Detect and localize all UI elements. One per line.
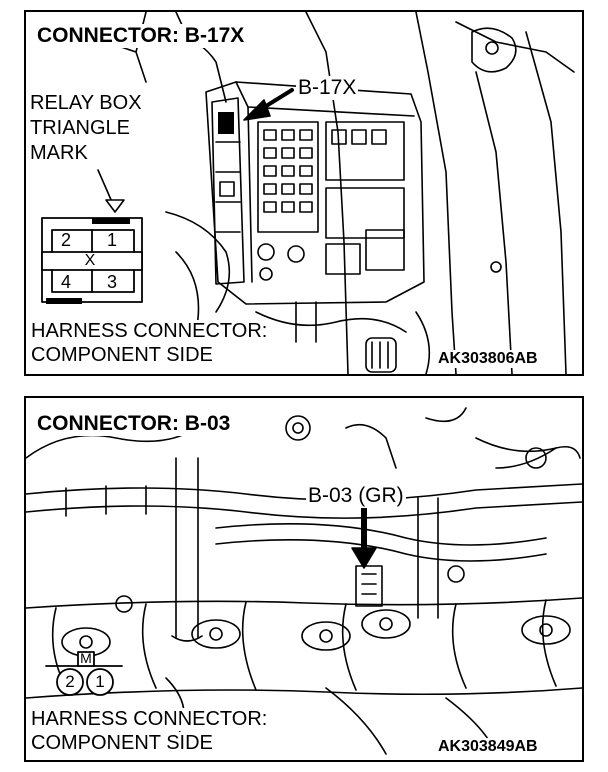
callout-b17x: B-17X: [296, 76, 359, 100]
connector-b17x-panel: CONNECTOR: B-17X RELAY BOX TRIANGLE MARK…: [24, 10, 584, 376]
panel-title: CONNECTOR: B-03: [34, 412, 234, 436]
key-mark: M: [80, 650, 92, 666]
harness-label-1: HARNESS CONNECTOR:: [28, 708, 271, 731]
pin-1: 1: [106, 230, 117, 250]
engine-bay-illustration: [26, 407, 582, 755]
mark-label: MARK: [30, 142, 88, 164]
harness-label-1: HARNESS CONNECTOR:: [28, 320, 271, 343]
pin-3: 3: [106, 272, 117, 292]
panel-title: CONNECTOR: B-17X: [34, 24, 248, 48]
figure-code: AK303806AB: [436, 350, 540, 368]
triangle-label: TRIANGLE: [30, 117, 131, 139]
callout-b03: B-03 (GR): [306, 484, 406, 508]
figure-code: AK303849AB: [436, 738, 540, 756]
relay-box-label: RELAY BOX: [30, 92, 142, 114]
pin-2: 2: [65, 672, 75, 691]
harness-label-2: COMPONENT SIDE: [28, 732, 216, 755]
pin-1: 1: [95, 672, 105, 691]
pin-2: 2: [60, 230, 71, 250]
pin-4: 4: [60, 272, 71, 292]
key-mark: X: [84, 252, 96, 269]
connector-b03-panel: CONNECTOR: B-03 B-03 (GR) M 2 1 HARNESS …: [24, 396, 584, 762]
harness-label-2: COMPONENT SIDE: [28, 344, 216, 367]
